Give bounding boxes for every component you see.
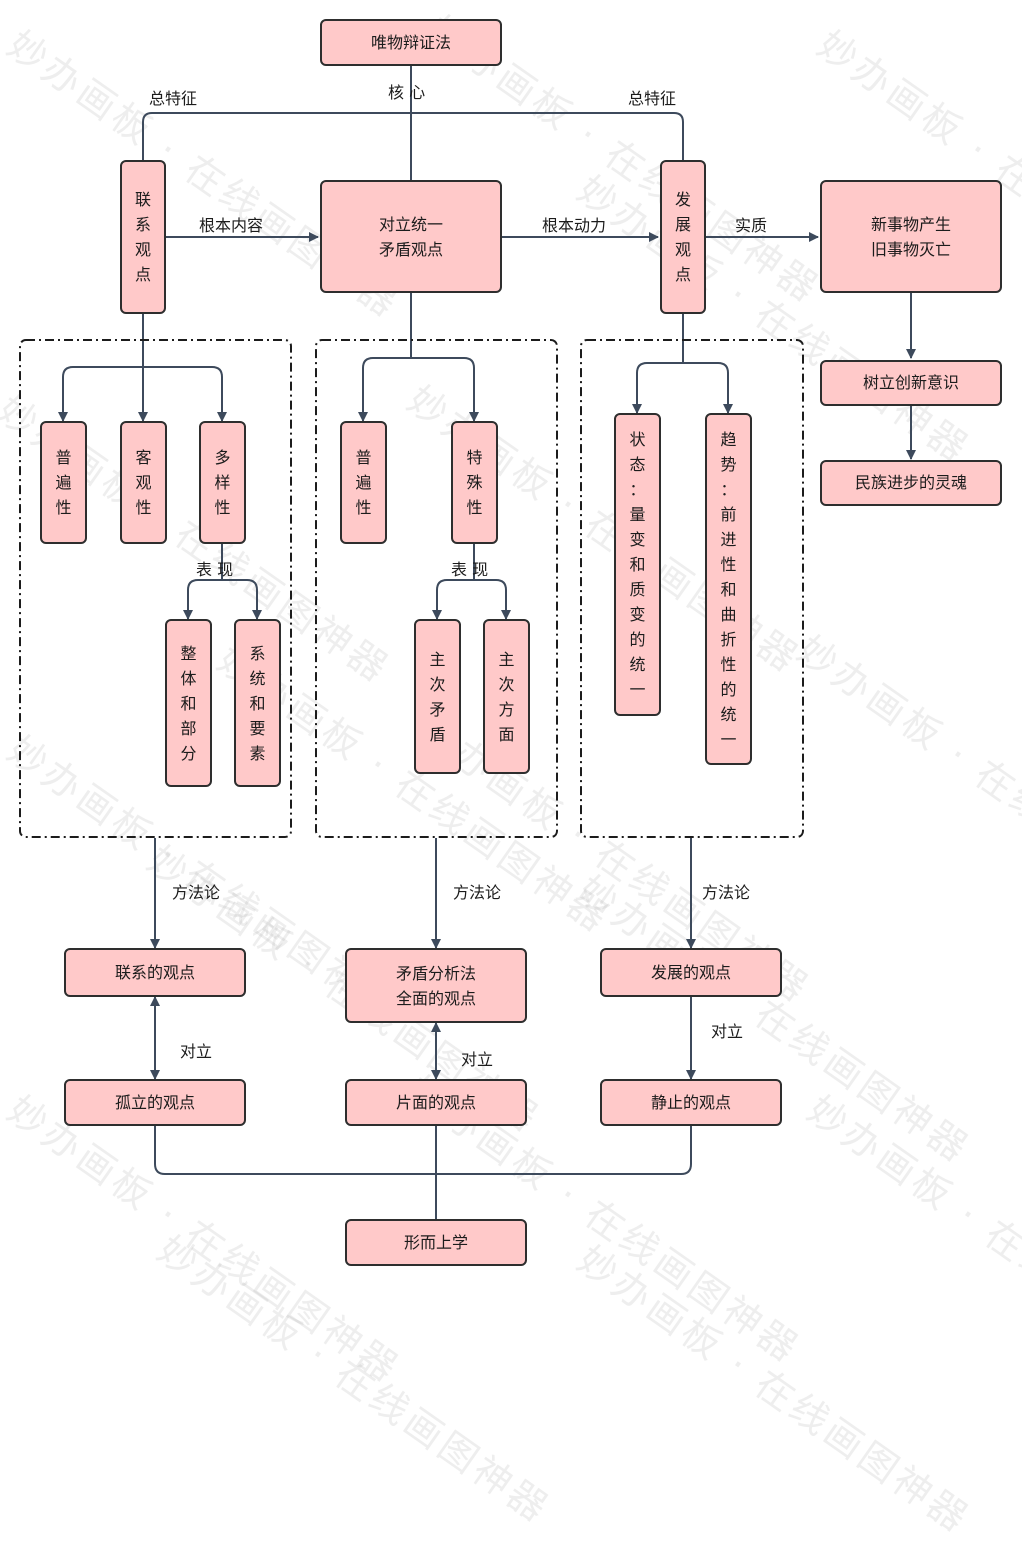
node-whole-and-part[interactable]: 整体和部分 (165, 619, 212, 787)
node-innovation[interactable]: 树立创新意识 (820, 360, 1002, 406)
node-national-soul[interactable]: 民族进步的灵魂 (820, 460, 1002, 506)
vtext: 状态：量变和质变的统一 (629, 430, 646, 699)
vtext: 普遍性 (55, 448, 72, 517)
node-main-secondary-aspect[interactable]: 主次方面 (483, 619, 530, 774)
node-connection-view[interactable]: 联系观点 (120, 160, 166, 314)
edge-merge (154, 1126, 692, 1175)
node-contradiction-analysis[interactable]: 矛盾分析法 全面的观点 (345, 948, 527, 1023)
node-contradiction-particularity[interactable]: 特殊性 (451, 421, 498, 544)
node-development-method[interactable]: 发展的观点 (600, 948, 782, 997)
label-manifest-left: 表 现 (196, 560, 234, 579)
edge-unity-split (362, 357, 479, 422)
label-oppose-left: 对立 (180, 1042, 213, 1061)
edge-feature-bar (142, 112, 684, 160)
vtext: 趋势：前进性和曲折性的统一 (720, 429, 737, 749)
node-development-view[interactable]: 发展观点 (660, 160, 706, 314)
group-link-box (19, 339, 292, 838)
vtext: 主次方面 (498, 649, 515, 744)
vtext: 多样性 (214, 448, 231, 517)
vtext: 联系观点 (134, 190, 151, 284)
node-metaphysics[interactable]: 形而上学 (345, 1219, 527, 1266)
node-state[interactable]: 状态：量变和质变的统一 (614, 413, 661, 716)
label-oppose-right: 对立 (711, 1022, 744, 1041)
edge-develop-split (636, 362, 733, 414)
node-static-view[interactable]: 静止的观点 (600, 1079, 782, 1126)
label-method-right: 方法论 (702, 883, 751, 902)
node-link-objectivity[interactable]: 客观性 (120, 421, 167, 544)
connector-layer (19, 66, 916, 1219)
node-isolated-view[interactable]: 孤立的观点 (64, 1079, 246, 1126)
node-system-and-element[interactable]: 系统和要素 (234, 619, 281, 787)
label-manifest-mid: 表 现 (451, 560, 489, 579)
node-unity-of-opposites[interactable]: 对立统一 矛盾观点 (320, 180, 502, 293)
label-feature-right: 总特征 (628, 89, 677, 108)
node-materialist-dialectics[interactable]: 唯物辩证法 (320, 19, 502, 66)
node-link-universality[interactable]: 普遍性 (40, 421, 87, 544)
node-trend[interactable]: 趋势：前进性和曲折性的统一 (705, 413, 752, 765)
node-new-old[interactable]: 新事物产生 旧事物灭亡 (820, 180, 1002, 293)
vtext: 特殊性 (466, 448, 483, 517)
vtext: 普遍性 (355, 448, 372, 517)
edge-special-split (436, 579, 511, 620)
node-contradiction-universality[interactable]: 普遍性 (340, 421, 387, 544)
vtext: 整体和部分 (180, 643, 197, 763)
node-main-secondary-contradiction[interactable]: 主次矛盾 (414, 619, 461, 774)
vtext: 系统和要素 (249, 643, 266, 763)
node-connection-method[interactable]: 联系的观点 (64, 948, 246, 997)
node-one-sided-view[interactable]: 片面的观点 (345, 1079, 527, 1126)
label-basic-content: 根本内容 (199, 216, 264, 235)
vtext: 客观性 (135, 448, 152, 517)
label-core: 核 心 (388, 83, 426, 102)
label-essence: 实质 (735, 216, 768, 235)
vtext: 发展观点 (674, 190, 691, 284)
group-unity-box (315, 339, 558, 838)
edge-diverse-split (187, 579, 262, 620)
label-method-left: 方法论 (172, 883, 221, 902)
vtext: 主次矛盾 (429, 649, 446, 744)
group-develop-box (580, 339, 804, 838)
label-oppose-mid: 对立 (461, 1050, 494, 1069)
node-link-diversity[interactable]: 多样性 (199, 421, 246, 544)
label-feature-left: 总特征 (149, 89, 198, 108)
label-method-mid: 方法论 (453, 883, 502, 902)
label-basic-power: 根本动力 (542, 216, 607, 235)
